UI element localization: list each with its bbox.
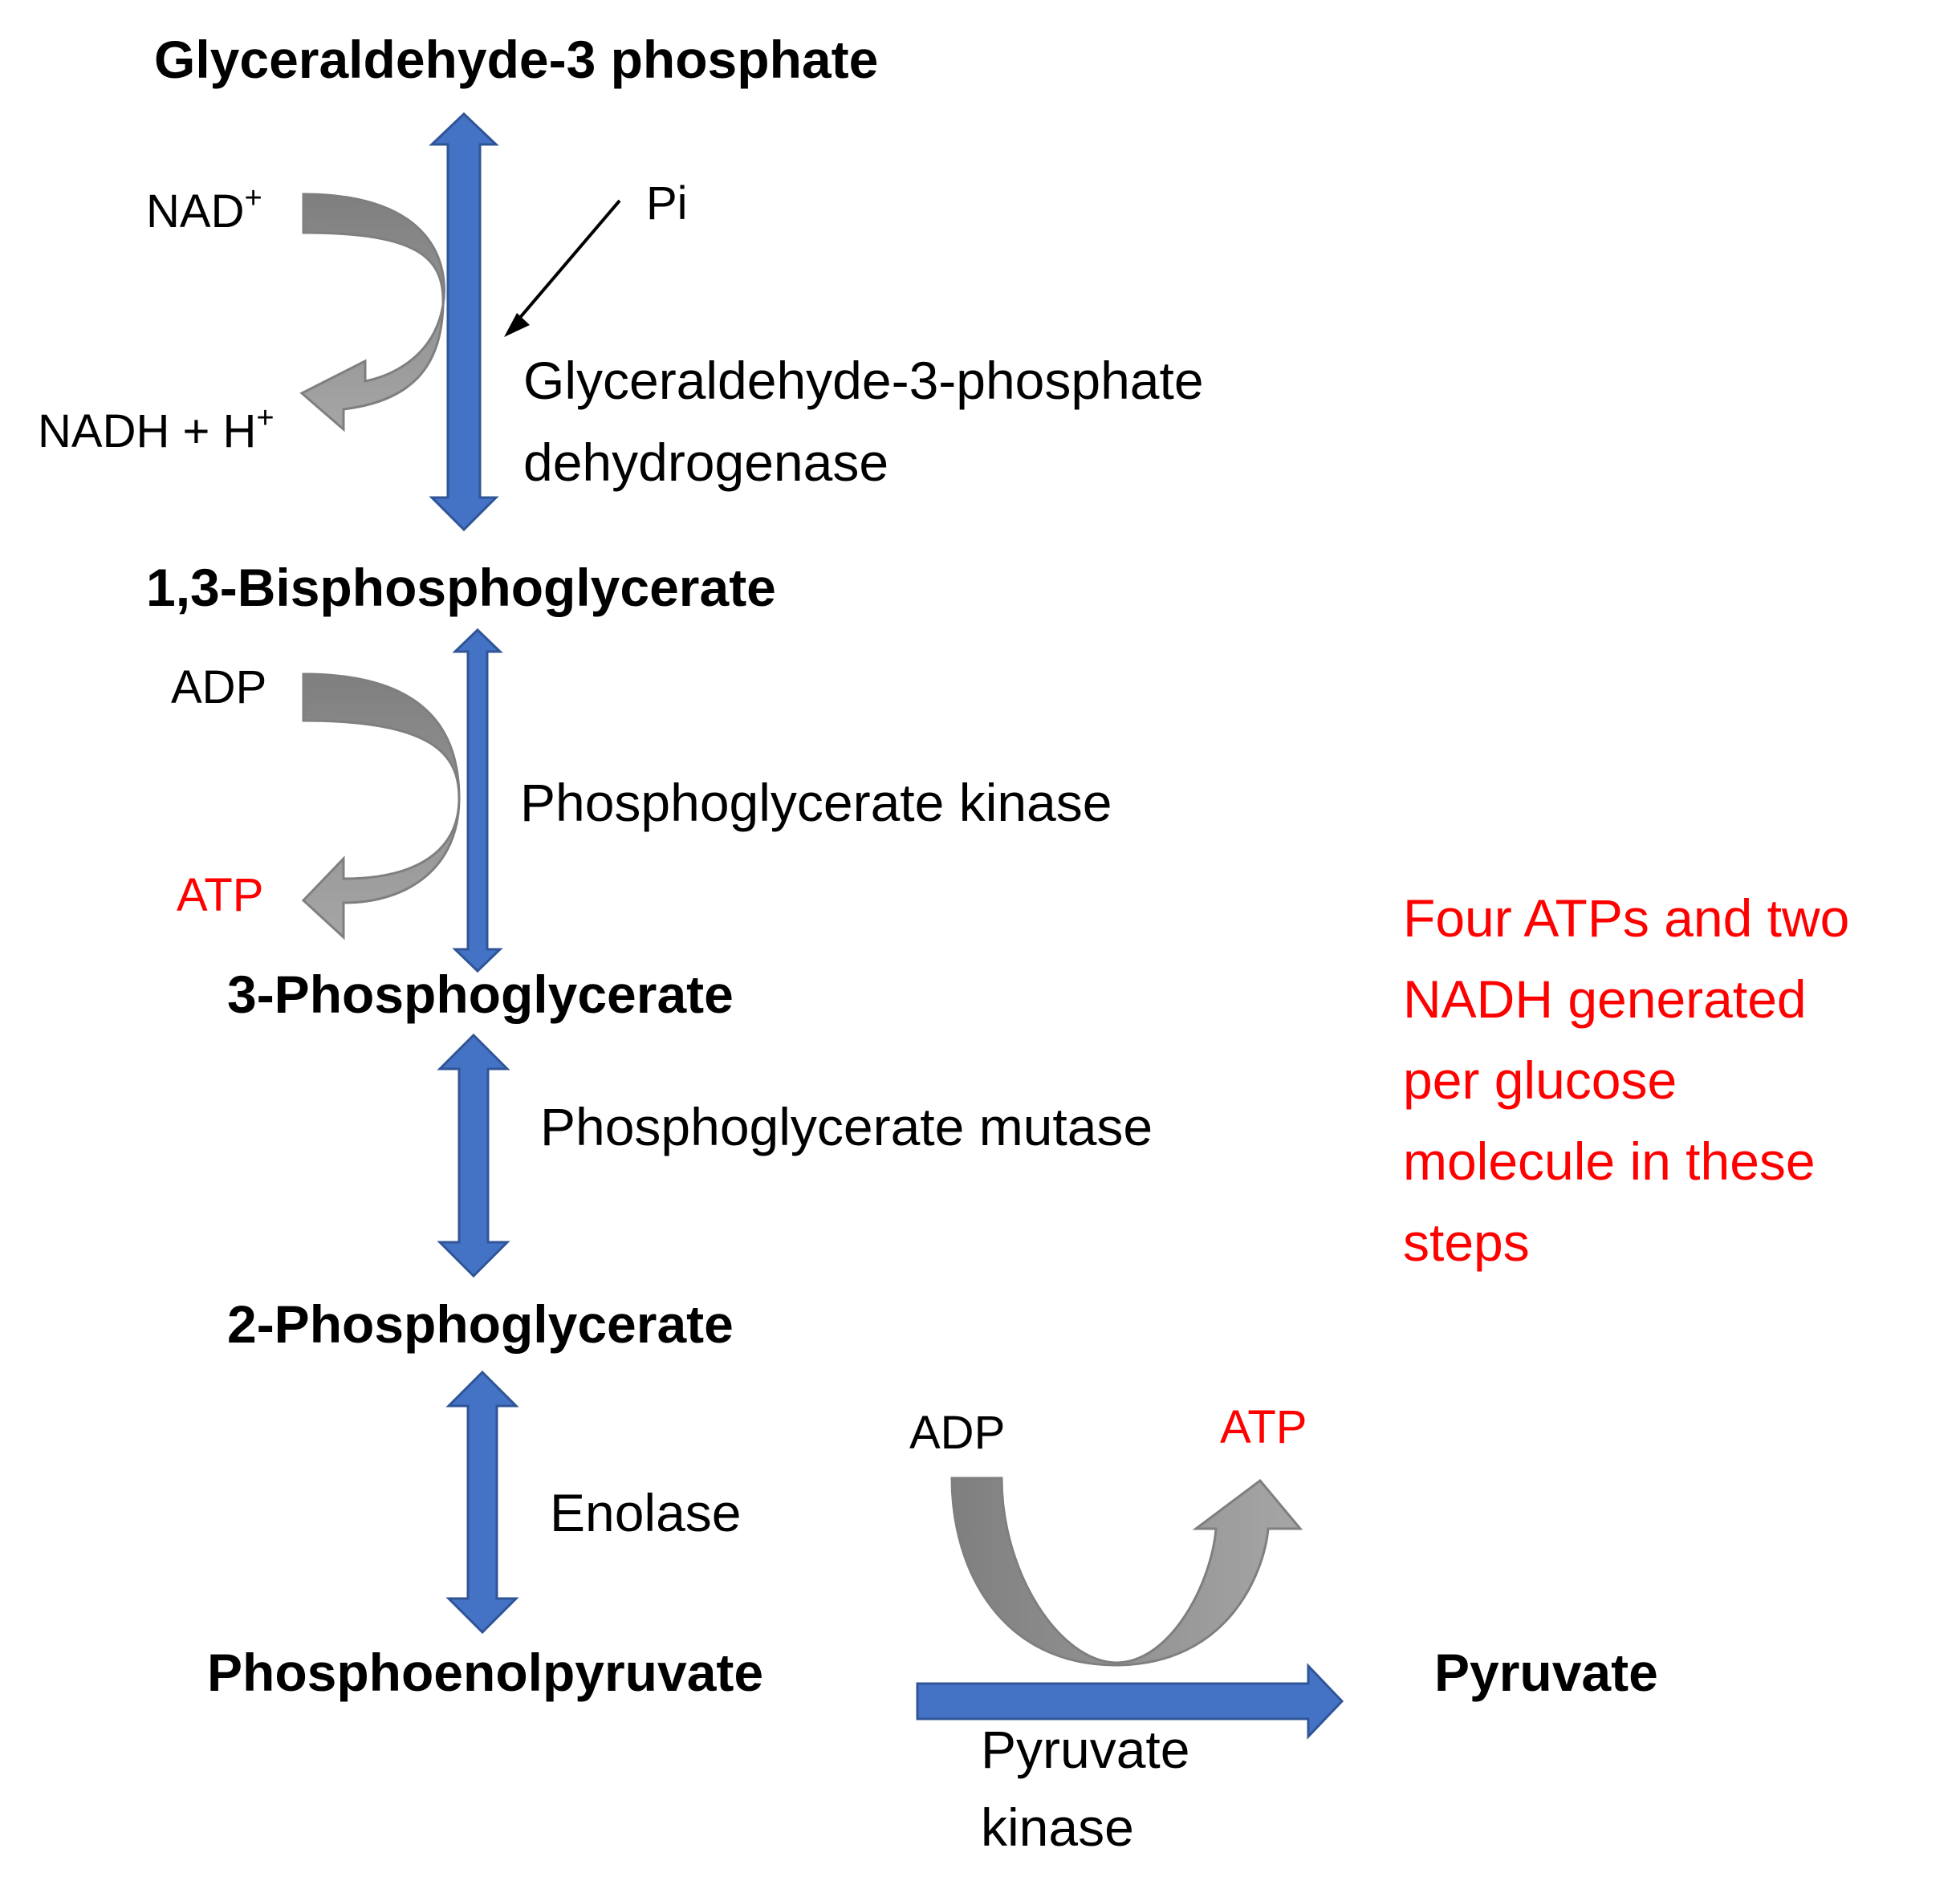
compound-3-phosphoglycerate: 3-Phosphoglycerate (227, 965, 734, 1024)
label-atp-pgk: ATP (177, 869, 264, 921)
compound-pyruvate: Pyruvate (1434, 1643, 1658, 1702)
compound-2-phosphoglycerate: 2-Phosphoglycerate (227, 1294, 734, 1354)
reaction-arrow-pgk (452, 628, 503, 973)
enzyme-phosphoglycerate-mutase: Phosphoglycerate mutase (540, 1097, 1153, 1156)
pi-arrowhead (504, 313, 530, 337)
cofactor-arrow-nad-to-nadh (299, 193, 445, 433)
label-adp-pk: ADP (909, 1407, 1005, 1459)
enzyme-pyruvate-kinase-line2: kinase (981, 1798, 1134, 1857)
pi-arrow-line (512, 199, 621, 327)
note-line-3: per glucose (1403, 1050, 1677, 1110)
enzyme-pyruvate-kinase-line1: Pyruvate (981, 1720, 1189, 1779)
note-line-1: Four ATPs and two (1403, 888, 1849, 948)
reaction-arrow-pyruvate-kinase (916, 1663, 1344, 1740)
reaction-arrow-pgm (437, 1033, 510, 1278)
cofactor-arrow-adp-to-atp (301, 672, 461, 940)
enzyme-gapdh-line1: Glyceraldehyde-3-phosphate (523, 351, 1204, 410)
cofactor-arrow-adp-to-atp-pyruvate (950, 1477, 1303, 1667)
note-line-2: NADH generated (1403, 969, 1807, 1029)
label-pi: Pi (646, 177, 688, 230)
enzyme-gapdh-line2: dehydrogenase (523, 433, 889, 492)
compound-glyceraldehyde-3-phosphate: Glyceraldehyde-3 phosphate (154, 30, 878, 89)
compound-1-3-bisphosphoglycerate: 1,3-Bisphosphoglycerate (146, 558, 776, 617)
compound-phosphoenolpyruvate: Phosphoenolpyruvate (207, 1643, 763, 1702)
label-atp-pk: ATP (1220, 1401, 1307, 1453)
note-line-4: molecule in these (1403, 1131, 1816, 1191)
enzyme-phosphoglycerate-kinase: Phosphoglycerate kinase (520, 773, 1112, 832)
note-line-5: steps (1403, 1213, 1530, 1272)
reaction-arrow-enolase (445, 1370, 519, 1635)
label-adp-pgk: ADP (171, 661, 266, 713)
label-nad: NAD+ (146, 181, 262, 238)
reaction-arrow-gapdh (429, 112, 499, 532)
enzyme-enolase: Enolase (550, 1483, 742, 1542)
label-nadh: NADH + H+ (38, 401, 274, 457)
